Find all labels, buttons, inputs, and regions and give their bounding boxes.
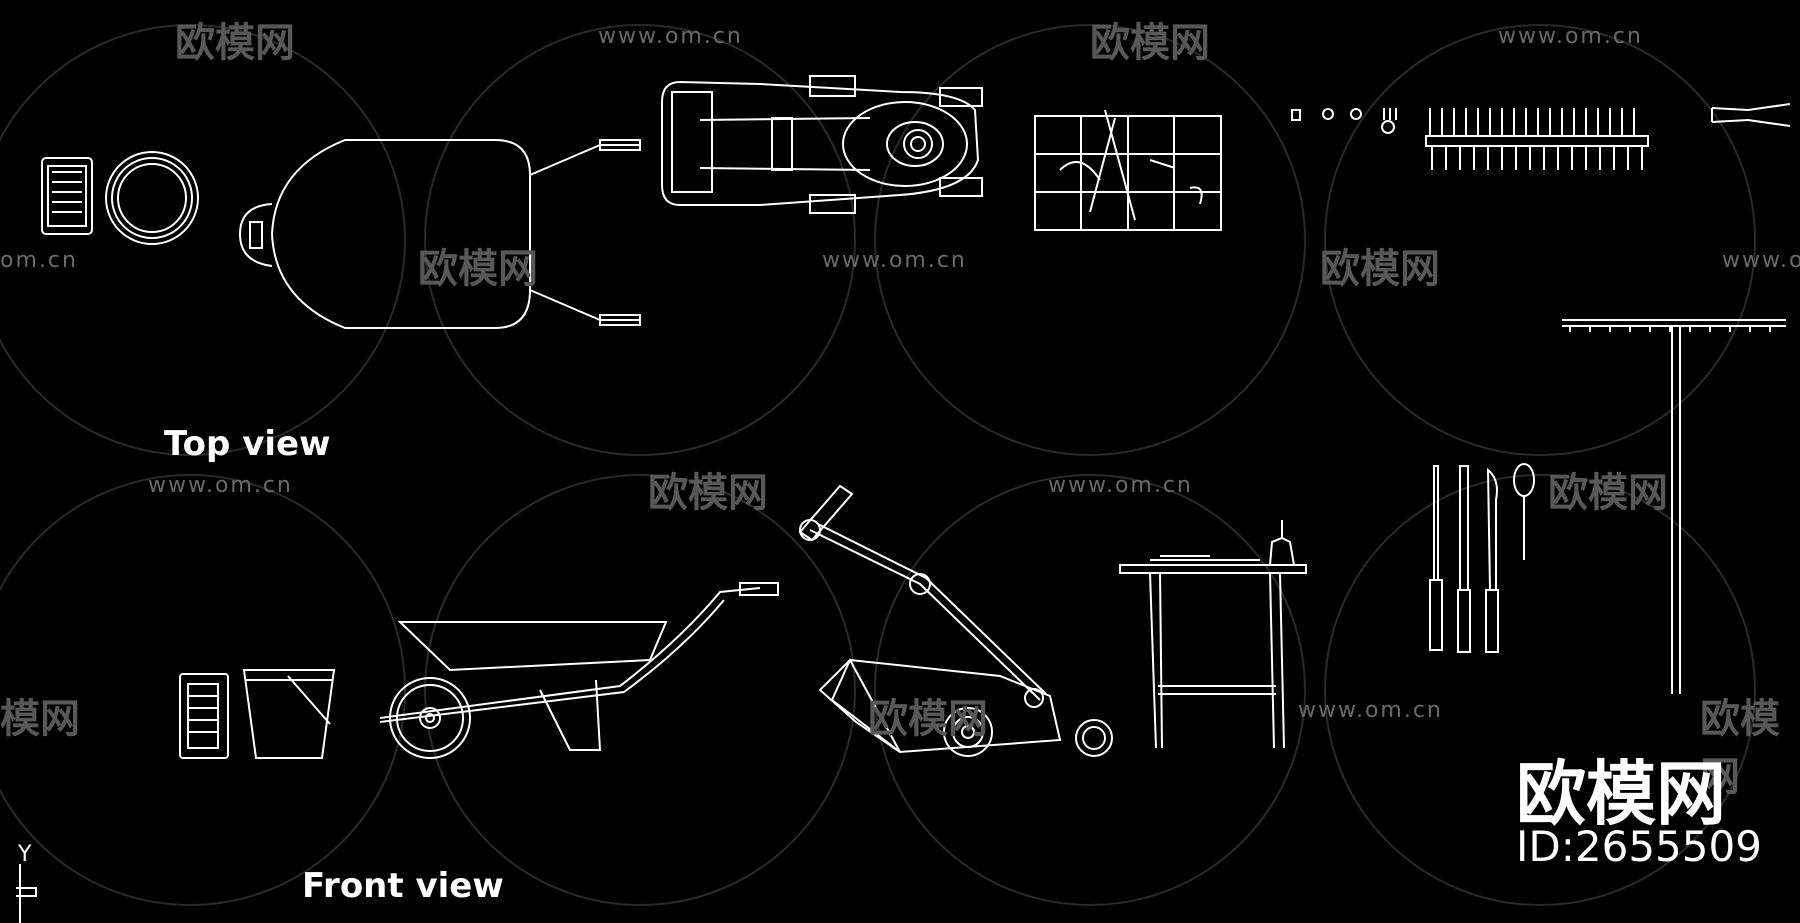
watermark-logo-2: 欧模网 bbox=[1090, 20, 1210, 66]
watermark-logo-6: 欧模网 bbox=[1548, 470, 1668, 516]
watermark-site-7: www.om.cn bbox=[1298, 698, 1443, 723]
watermark-site-3: www.om.cn bbox=[822, 248, 967, 273]
watermark-site-5: www.om.cn bbox=[148, 473, 293, 498]
watermark-logo-partial-1: 模网 bbox=[0, 696, 80, 742]
front-work-table-drawing bbox=[1119, 520, 1307, 749]
front-hand-tools-drawing bbox=[1429, 463, 1535, 653]
watermark-site-6: www.om.cn bbox=[1048, 473, 1193, 498]
top-tool-tray-drawing bbox=[1034, 109, 1222, 231]
ucs-y-label: Y bbox=[18, 842, 32, 867]
watermark-logo-4: 欧模网 bbox=[1320, 246, 1440, 292]
top-pruner-drawing bbox=[1711, 103, 1791, 127]
top-storage-box-drawing bbox=[41, 157, 93, 235]
watermark-site-1: www.om.cn bbox=[598, 24, 743, 49]
top-lawn-mower-drawing bbox=[661, 75, 983, 214]
top-hose-reel-drawing bbox=[105, 151, 199, 245]
brand-id: ID:2655509 bbox=[1516, 822, 1762, 871]
front-storage-box-drawing bbox=[179, 673, 229, 759]
watermark-site-4: www.om.cn bbox=[1722, 248, 1800, 273]
top-small-parts-drawing bbox=[1291, 108, 1397, 134]
watermark-logo-3: 欧模网 bbox=[418, 246, 538, 292]
watermark-logo-7: 欧模网 bbox=[868, 696, 988, 742]
brand-logo: 欧模网 bbox=[1516, 753, 1726, 835]
watermark-logo-8: 欧模网 bbox=[1700, 696, 1780, 800]
front-lawn-mower-drawing bbox=[798, 484, 1113, 757]
front-wheelbarrow-drawing bbox=[379, 582, 779, 759]
front-long-rake-drawing bbox=[1562, 319, 1786, 694]
top-view-label: Top view bbox=[164, 424, 331, 464]
front-view-label: Front view bbox=[302, 866, 504, 906]
top-rake-head-drawing bbox=[1425, 108, 1649, 170]
ucs-icon bbox=[16, 864, 37, 923]
watermark-logo-1: 欧模网 bbox=[175, 20, 295, 66]
watermark-logo-5: 欧模网 bbox=[648, 470, 768, 516]
watermark-site-2: www.om.cn bbox=[1498, 24, 1643, 49]
watermark-site-partial-1: om.cn bbox=[0, 248, 78, 273]
watermark-circles bbox=[0, 24, 1756, 906]
front-bucket-drawing bbox=[242, 669, 336, 759]
top-wheelbarrow-drawing bbox=[238, 139, 641, 329]
